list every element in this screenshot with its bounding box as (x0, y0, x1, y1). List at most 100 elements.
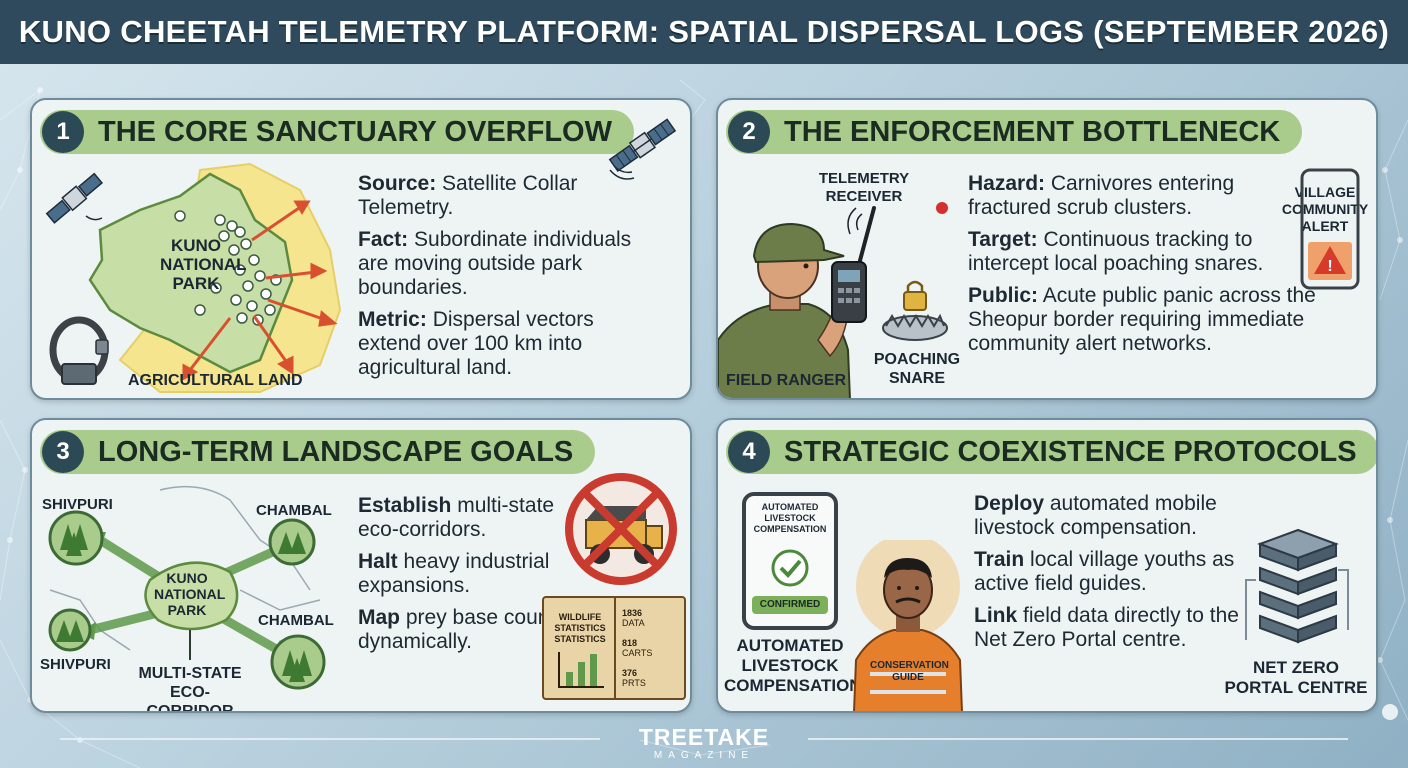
guide-vest-label: CONSERVATION GUIDE (870, 660, 949, 684)
park-label-text: KUNO NATIONAL PARK (160, 236, 247, 293)
book-bar (566, 672, 573, 686)
item-text: heavy industrial expansions. (358, 550, 550, 597)
section-number-badge: 1 (42, 111, 84, 153)
fact-target: Target: Continuous tracking to intercept… (968, 228, 1298, 276)
book-row-value: 1836 (622, 608, 643, 618)
section-title: THE ENFORCEMENT BOTTLENECK (784, 115, 1281, 148)
goal-halt: Halt heavy industrial expansions. (358, 550, 568, 598)
footer-divider-right (808, 738, 1348, 740)
item-label: Map (358, 606, 400, 629)
panel-2-text: Hazard: Carnivores entering fractured sc… (968, 172, 1368, 364)
compensation-caption-text: AUTOMATED LIVESTOCK COMPENSATION (724, 636, 862, 695)
telemetry-receiver-label: TELEMETRY RECEIVER (814, 170, 914, 206)
book-row-value: 818 (622, 638, 638, 648)
fact-public: Public: Acute public panic across the Sh… (968, 284, 1368, 356)
item-label: Metric: (358, 308, 427, 331)
no-mining-truck-icon (565, 473, 677, 585)
item-label: Deploy (974, 492, 1045, 515)
fact-source: Source: Satellite Collar Telemetry. (358, 172, 658, 220)
book-row-unit: PRTS (622, 678, 646, 688)
item-text: automated mobile livestock compensation. (974, 492, 1217, 539)
book-bar (590, 654, 597, 686)
book-row-unit: CARTS (622, 648, 653, 658)
brand-name: TREETAKE (638, 724, 770, 750)
book-row-value: 376 (622, 668, 638, 678)
conservation-guide-illustration (853, 540, 963, 711)
book-row-unit: DATA (622, 618, 645, 628)
protocol-link: Link field data directly to the Net Zero… (974, 604, 1244, 652)
confirmed-badge: CONFIRMED (752, 596, 828, 614)
page-title: KUNO CHEETAH TELEMETRY PLATFORM: SPATIAL… (0, 0, 1408, 64)
net-zero-portal-text: NET ZERO PORTAL CENTRE (1224, 658, 1368, 697)
item-text: Subordinate individuals are moving outsi… (358, 228, 632, 299)
section-header: 1 THE CORE SANCTUARY OVERFLOW (40, 110, 634, 154)
book-chart-icon (558, 652, 604, 688)
book-spine (614, 598, 616, 698)
item-label: Link (974, 604, 1018, 627)
dispersal-map (88, 162, 342, 393)
corridor-node-chambal-top: CHAMBAL (256, 502, 332, 519)
poaching-snare-text: POACHING SNARE (873, 351, 961, 387)
item-label: Halt (358, 550, 398, 573)
phone-header: AUTOMATED LIVESTOCK COMPENSATION (753, 502, 827, 534)
fact-hazard: Hazard: Carnivores entering fractured sc… (968, 172, 1268, 220)
section-number-badge: 3 (42, 431, 84, 473)
item-label: Hazard: (968, 172, 1046, 195)
item-label: Target: (968, 228, 1038, 251)
park-label: KUNO NATIONAL PARK (154, 570, 226, 618)
panel-3-text: Establish multi-state eco-corridors. Hal… (358, 494, 568, 662)
poaching-snare-label: POACHING SNARE (868, 350, 966, 388)
eco-corridor-map (48, 485, 326, 690)
park-label: KUNO NATIONAL PARK (160, 236, 247, 293)
item-text: Continuous tracking to intercept local p… (968, 228, 1264, 275)
checkmark-icon (771, 549, 809, 587)
panel-enforcement-bottleneck: 2 THE ENFORCEMENT BOTTLENECK TELEMETRY R… (716, 98, 1378, 400)
signal-dot-icon (936, 202, 948, 214)
item-label: Establish (358, 494, 452, 517)
goal-establish: Establish multi-state eco-corridors. (358, 494, 568, 542)
fact-metric: Metric: Dispersal vectors extend over 10… (358, 308, 658, 380)
item-label: Public: (968, 284, 1039, 307)
compensation-phone: AUTOMATED LIVESTOCK COMPENSATION CONFIRM… (742, 492, 838, 630)
section-header: 2 THE ENFORCEMENT BOTTLENECK (726, 110, 1303, 154)
item-label: Fact: (358, 228, 409, 251)
item-text: Dispersal vectors extend over 100 km int… (358, 308, 594, 379)
panel-strategic-coexistence-protocols: 4 STRATEGIC COEXISTENCE PROTOCOLS AUTOMA… (716, 418, 1378, 713)
radio-receiver-icon (831, 206, 876, 323)
corridor-node-chambal-bottom: CHAMBAL (258, 612, 334, 629)
park-label-text: KUNO NATIONAL PARK (154, 570, 226, 618)
corridor-label: MULTI-STATE ECO-CORRIDOR (128, 664, 252, 713)
corridor-label-text: MULTI-STATE ECO-CORRIDOR (138, 665, 242, 713)
panel-1-text: Source: Satellite Collar Telemetry. Fact… (358, 172, 658, 388)
item-text: prey base counts dynamically. (358, 606, 566, 653)
protocol-deploy: Deploy automated mobile livestock compen… (974, 492, 1244, 540)
satellite-icon (608, 118, 677, 180)
section-header: 4 STRATEGIC COEXISTENCE PROTOCOLS (726, 430, 1376, 474)
fact-fact: Fact: Subordinate individuals are moving… (358, 228, 658, 300)
item-text: Carnivores entering fractured scrub clus… (968, 172, 1235, 219)
corridor-node-shivpuri-top: SHIVPURI (42, 496, 113, 513)
item-label: Source: (358, 172, 437, 195)
svg-text:!: ! (1327, 258, 1332, 275)
section-title: LONG-TERM LANDSCAPE GOALS (98, 435, 574, 468)
protocol-train: Train local village youths as active fie… (974, 548, 1244, 596)
item-text: Acute public panic across the Sheopur bo… (968, 284, 1316, 355)
panel-4-text: Deploy automated mobile livestock compen… (974, 492, 1244, 660)
section-header: 3 LONG-TERM LANDSCAPE GOALS (40, 430, 596, 474)
gps-collar-icon (49, 316, 109, 385)
server-stack-icon (1245, 528, 1349, 644)
panel-long-term-landscape-goals: 3 LONG-TERM LANDSCAPE GOALS SHI (30, 418, 692, 713)
compensation-caption: AUTOMATED LIVESTOCK COMPENSATION (724, 636, 862, 696)
corridor-node-shivpuri-bottom: SHIVPURI (40, 656, 111, 673)
item-text: Satellite Collar Telemetry. (358, 172, 578, 219)
panel-core-sanctuary-overflow: 1 THE CORE SANCTUARY OVERFLOW (30, 98, 692, 400)
item-label: Train (974, 548, 1025, 571)
section-title: THE CORE SANCTUARY OVERFLOW (98, 115, 612, 148)
telemetry-receiver-text: TELEMETRY RECEIVER (818, 170, 910, 205)
brand-logo: TREETAKE MAGAZINE (604, 724, 804, 762)
field-ranger-illustration (718, 222, 851, 398)
